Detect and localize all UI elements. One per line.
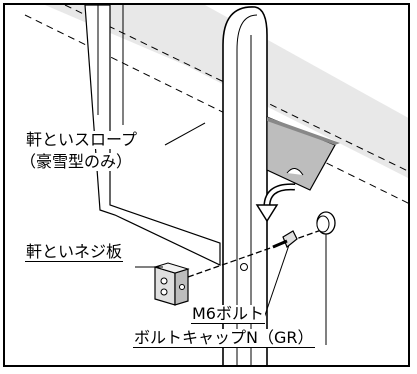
post-bolt-hole (240, 263, 248, 271)
screw-plate-top (153, 262, 190, 274)
plate-notch (286, 168, 304, 176)
assembly-illustration (24, 5, 408, 365)
support-post-inner (236, 14, 258, 365)
m6-bolt-head (282, 230, 298, 248)
label-heavy-snow-only: （豪雪型のみ） (19, 152, 134, 171)
bolt-cap-inner (316, 215, 330, 233)
label-screw-plate: 軒といネジ板 (25, 242, 124, 262)
label-m6-bolt: M6ボルト (191, 304, 265, 324)
gutter-slope-plate-top (267, 117, 340, 145)
screw-plate-hole (179, 284, 185, 290)
screw-plate-hole (160, 288, 168, 296)
m6-bolt-leader (262, 244, 290, 322)
gutter-slope-leader (164, 122, 206, 146)
label-bolt-cap: ボルトキャップN（GR） (133, 328, 315, 348)
support-post (222, 6, 268, 365)
m6-bolt-shaft (272, 239, 288, 249)
diagram-frame: 軒といスロープ （豪雪型のみ） 軒といネジ板 M6ボルト ボルトキャップN（GR… (3, 3, 410, 367)
label-gutter-slope: 軒といスロープ (25, 130, 139, 149)
assembly-guide-line (187, 226, 331, 278)
screw-plate-bracket (154, 266, 176, 306)
screw-plate-hole (160, 277, 168, 285)
curved-arrow-head (255, 204, 279, 223)
